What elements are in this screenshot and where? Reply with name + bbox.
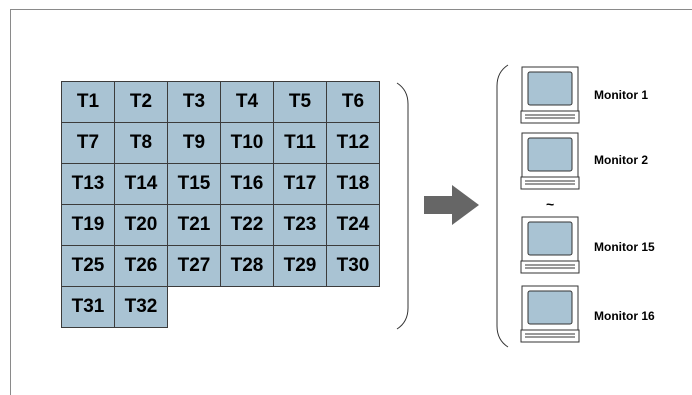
tile-cell: T8 bbox=[114, 122, 168, 164]
monitor-2-label: Monitor 2 bbox=[594, 153, 648, 167]
tile-cell: T5 bbox=[273, 81, 327, 123]
tile-cell: T13 bbox=[61, 163, 115, 205]
ellipsis-tilde: ~ bbox=[546, 196, 555, 212]
monitor-1-icon bbox=[520, 66, 582, 124]
tile-cell: T6 bbox=[326, 81, 380, 123]
tile-cell: T32 bbox=[114, 286, 168, 328]
monitor-1-label: Monitor 1 bbox=[594, 88, 648, 102]
tile-cell: T15 bbox=[167, 163, 221, 205]
tile-cell: T23 bbox=[273, 204, 327, 246]
tile-cell: T12 bbox=[326, 122, 380, 164]
right-brace bbox=[396, 82, 409, 330]
tile-cell: T10 bbox=[220, 122, 274, 164]
tile-cell: T31 bbox=[61, 286, 115, 328]
tile-cell: T4 bbox=[220, 81, 274, 123]
frame-top-border bbox=[10, 9, 692, 10]
tile-cell: T21 bbox=[167, 204, 221, 246]
left-brace bbox=[496, 64, 509, 348]
right-arrow-icon bbox=[424, 185, 479, 225]
monitor-16-label: Monitor 16 bbox=[594, 309, 655, 323]
monitor-2-icon bbox=[520, 132, 582, 190]
monitor-15-label: Monitor 15 bbox=[594, 240, 655, 254]
tile-cell: T20 bbox=[114, 204, 168, 246]
monitor-16-icon bbox=[520, 285, 582, 343]
monitor-15-icon bbox=[520, 216, 582, 274]
tile-cell: T22 bbox=[220, 204, 274, 246]
tile-cell: T29 bbox=[273, 245, 327, 287]
frame-left-border bbox=[10, 9, 11, 395]
tile-cell: T18 bbox=[326, 163, 380, 205]
tile-cell: T30 bbox=[326, 245, 380, 287]
tile-cell: T14 bbox=[114, 163, 168, 205]
tile-cell: T7 bbox=[61, 122, 115, 164]
tile-cell: T27 bbox=[167, 245, 221, 287]
tile-cell: T16 bbox=[220, 163, 274, 205]
tile-cell: T28 bbox=[220, 245, 274, 287]
